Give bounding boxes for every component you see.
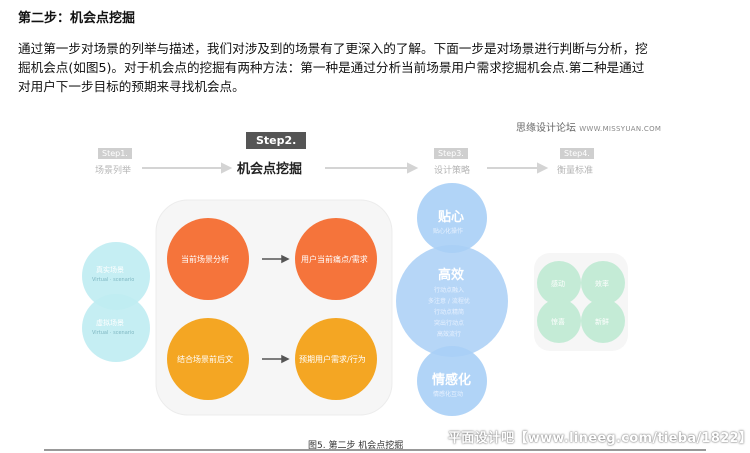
- card-context: [167, 318, 249, 400]
- figure-caption: 图5. 第二步 机会点挖掘: [308, 441, 404, 451]
- strategy-middle-item: 行动点融入: [434, 287, 465, 294]
- strategy-bottom-title: 情感化: [432, 373, 472, 388]
- step-tag-1: Step1.: [98, 148, 132, 159]
- card-expected-need: [295, 318, 377, 400]
- strategy-top-sub: 贴心化操作: [433, 228, 464, 235]
- step-label-2: 机会点挖掘: [237, 162, 303, 177]
- metric-petal: [581, 299, 625, 343]
- paragraph-line: 掘机会点(如图5)。对于机会点的挖掘有两种方法：第一种是通过分析当前场景用户需求…: [18, 60, 645, 75]
- virtual-scenario-sub: Virtual · scenario: [92, 330, 135, 336]
- metric-petal: [537, 261, 581, 305]
- strategy-middle-circle: [396, 245, 508, 357]
- step-tag-4: Step4.: [560, 148, 594, 159]
- intro-paragraph: 通过第一步对场景的列举与描述，我们对涉及到的场景有了更深入的了解。下面一步是对场…: [18, 39, 708, 96]
- strategy-middle-item: 多注意 / 流程优: [428, 298, 470, 305]
- strategy-bottom-circle: [417, 346, 487, 416]
- real-scenario-circle: [82, 242, 150, 310]
- step-tag-2: Step2.: [246, 132, 307, 149]
- strategy-top-circle: [417, 183, 487, 253]
- strategy-middle-item: 突出行动点: [434, 320, 465, 327]
- watermark-site: 思缘设计论坛 WWW.MISSYUAN.COM: [516, 119, 661, 134]
- section-heading: 第二步：机会点挖掘: [18, 11, 136, 26]
- metric-petal: [581, 261, 625, 305]
- metric-label: 感动: [551, 280, 565, 288]
- metric-label: 效率: [595, 280, 609, 288]
- real-scenario-title: 真实场景: [96, 266, 124, 274]
- metric-label: 惊喜: [551, 318, 565, 326]
- card-arrows: [262, 254, 290, 364]
- card-user-pain: [295, 218, 377, 300]
- paragraph-line: 通过第一步对场景的列举与描述，我们对涉及到的场景有了更深入的了解。下面一步是对场…: [18, 41, 648, 56]
- step-tag-3: Step3.: [434, 148, 468, 159]
- step-label-1: 场景列举: [95, 166, 132, 176]
- virtual-scenario-circle: [82, 294, 150, 362]
- strategy-middle-title: 高效: [438, 268, 465, 283]
- card-label: 预期用户需求/行为: [299, 355, 366, 364]
- strategy-bottom-sub: 情感化互动: [433, 391, 464, 398]
- card-label: 结合场景前后文: [177, 355, 233, 364]
- strategy-top-title: 贴心: [438, 210, 465, 225]
- watermark-site-en: WWW.MISSYUAN.COM: [579, 125, 662, 133]
- strategy-middle-item: 高效流行: [437, 331, 462, 338]
- virtual-scenario-title: 虚拟场景: [96, 319, 124, 327]
- strategy-middle-item: 行动点精简: [434, 309, 465, 316]
- card-label: 用户当前痛点/需求: [301, 255, 368, 264]
- card-current-analysis: [167, 218, 249, 300]
- flow-arrows: [142, 162, 549, 174]
- card-label: 当前场景分析: [181, 255, 229, 264]
- watermark-site-cn: 思缘设计论坛: [516, 123, 576, 134]
- metric-petal: [537, 299, 581, 343]
- paragraph-line: 对用户下一步目标的预期来寻找机会点。: [18, 79, 245, 94]
- watermark-bottom: 平面设计吧【www.lineeg.com/tieba/1822】: [448, 431, 750, 446]
- real-scenario-sub: Virtual · scenario: [92, 277, 135, 283]
- step-label-4: 衡量标准: [557, 166, 594, 176]
- step-label-3: 设计策略: [434, 166, 471, 176]
- metric-label: 新鲜: [595, 318, 609, 326]
